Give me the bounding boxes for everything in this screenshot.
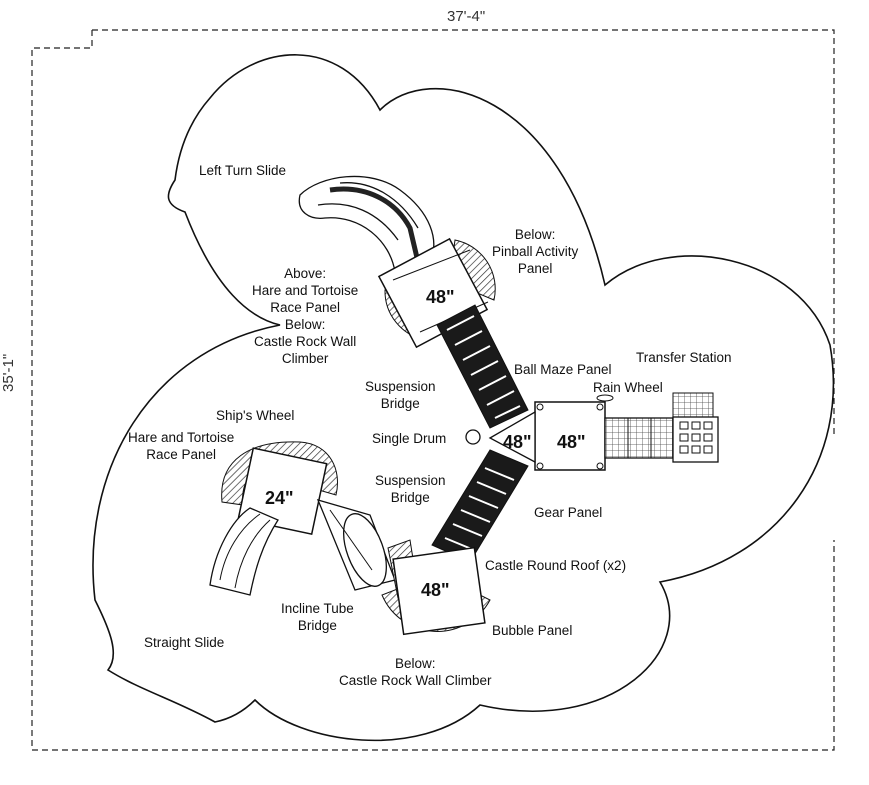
incline-tube-bridge xyxy=(316,499,396,591)
label-castle-round-roof: Castle Round Roof (x2) xyxy=(485,558,627,573)
label-line: Below: xyxy=(284,317,326,332)
label-line: Climber xyxy=(281,351,329,366)
label-ships-wheel: Ship's Wheel xyxy=(216,408,295,423)
label-line: Suspension xyxy=(375,473,446,488)
label-line: Bridge xyxy=(297,618,337,633)
label-line: Bridge xyxy=(390,490,430,505)
label-suspension-bridge-top: Suspension Bridge xyxy=(365,378,436,412)
label-line: Below: xyxy=(514,227,556,242)
label-line: Pinball Activity xyxy=(492,244,579,259)
label-line: Incline Tube xyxy=(281,601,354,616)
label-below-castle: Below: Castle Rock Wall Climber xyxy=(339,655,492,689)
center-decks xyxy=(465,394,614,471)
label-line: Hare and Tortoise xyxy=(128,430,235,445)
dimension-boundary xyxy=(31,29,835,751)
label-line: Above: xyxy=(284,266,327,281)
label-ball-maze-panel: Ball Maze Panel xyxy=(514,362,612,377)
label-line: Castle Rock Wall xyxy=(254,334,357,349)
label-line: Castle Rock Wall Climber xyxy=(339,673,492,688)
lower-suspension-bridge xyxy=(431,449,529,563)
bottom-deck xyxy=(381,539,491,636)
safety-zone-outline xyxy=(92,54,835,742)
left-deck xyxy=(209,441,338,596)
left-turn-slide xyxy=(298,175,435,273)
label-transfer-station: Transfer Station xyxy=(636,350,732,365)
label-below-pinball: Below: Pinball Activity Panel xyxy=(492,226,578,277)
label-line: Below: xyxy=(395,656,436,671)
label-incline-tube-bridge: Incline Tube Bridge xyxy=(281,600,354,634)
label-gear-panel: Gear Panel xyxy=(534,505,603,520)
center-left-deck-height: 48" xyxy=(503,432,532,452)
label-left-turn-slide: Left Turn Slide xyxy=(199,163,287,178)
bottom-deck-height: 48" xyxy=(421,580,450,600)
label-line: Suspension xyxy=(365,379,436,394)
label-rain-wheel: Rain Wheel xyxy=(593,380,663,395)
label-line: Bridge xyxy=(380,396,420,411)
transfer-station xyxy=(604,392,719,463)
label-line: Race Panel xyxy=(146,447,217,462)
center-deck-height: 48" xyxy=(557,432,586,452)
label-hare-panel: Hare and Tortoise Race Panel xyxy=(128,429,234,463)
label-single-drum: Single Drum xyxy=(372,431,447,446)
left-deck-height: 24" xyxy=(265,488,294,508)
label-bubble-panel: Bubble Panel xyxy=(492,623,573,638)
width-dimension: 37'-4" xyxy=(447,8,486,25)
height-dimension: 35'-1" xyxy=(0,353,17,392)
label-above-hare: Above: Hare and Tortoise Race Panel Belo… xyxy=(252,265,358,367)
upper-suspension-bridge xyxy=(436,304,529,429)
label-line: Panel xyxy=(517,261,553,276)
label-suspension-bridge-bottom: Suspension Bridge xyxy=(375,472,446,506)
label-straight-slide: Straight Slide xyxy=(144,635,225,650)
label-line: Hare and Tortoise xyxy=(252,283,359,298)
label-line: Race Panel xyxy=(270,300,341,315)
top-deck-height: 48" xyxy=(426,287,455,307)
